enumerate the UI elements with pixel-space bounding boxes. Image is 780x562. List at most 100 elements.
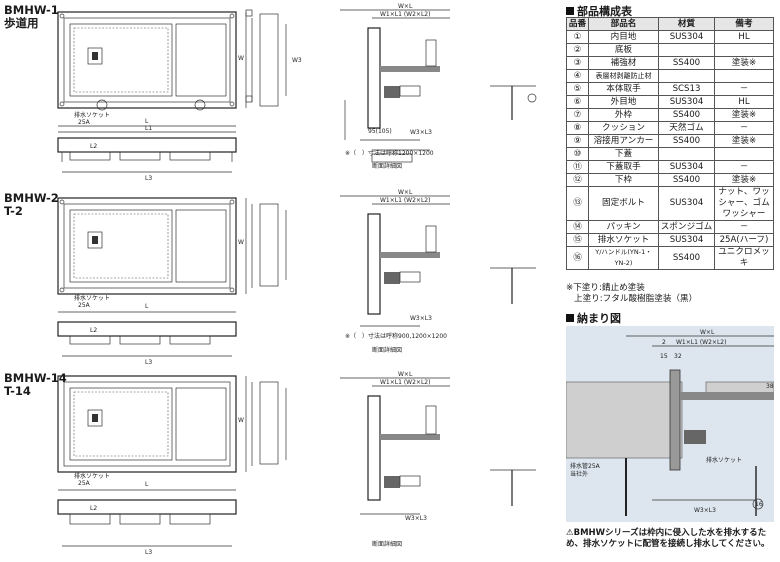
- plan-view-3: [57, 375, 287, 473]
- install-label-wxl: W×L: [700, 329, 715, 336]
- part-number: ⑮: [566, 233, 589, 247]
- part-material: SS400: [658, 246, 715, 270]
- part-remarks: 25A(ハーフ): [714, 233, 774, 247]
- section-3: [340, 377, 450, 515]
- part-number: ⑬: [566, 186, 589, 221]
- handle-1: [490, 85, 537, 120]
- parts-section-title: 部品構成表: [566, 3, 632, 19]
- install-label-w3xl3: W3×L3: [694, 507, 716, 514]
- elevation-2: [57, 311, 237, 357]
- dim-l-3: L: [145, 481, 149, 488]
- dim-w3-1: W3: [292, 57, 302, 64]
- part-name: 補強材: [588, 56, 659, 70]
- dim-l2-2: L2: [90, 327, 97, 334]
- dim-w1xl1-3: W1×L1 (W2×L2): [380, 379, 430, 386]
- warning-icon: ⚠: [566, 528, 574, 538]
- technical-drawings: 排水ソケット 25A L L1 L2 L3 W W3 W×L W1×L1 (W2…: [57, 3, 537, 556]
- part-name: クッション: [588, 121, 659, 135]
- section-1: [340, 9, 450, 163]
- part-name: 外目地: [588, 95, 659, 109]
- elevation-3: [57, 489, 237, 547]
- part-name: 外枠: [588, 108, 659, 122]
- socket-size-2: 25A: [78, 302, 91, 309]
- part-material: スポンジゴム: [658, 220, 715, 234]
- plan-view-2: [57, 197, 287, 295]
- part-number: ⑩: [566, 147, 589, 161]
- part-name: 固定ボルト: [588, 186, 659, 221]
- part-material: SUS304: [658, 160, 715, 174]
- part-material: [658, 147, 715, 161]
- dim-w-2: W: [238, 239, 244, 246]
- warning-note: ⚠BMHWシリーズは枠内に侵入した水を排水するため、排水ソケットに配管を接続し排…: [566, 528, 770, 549]
- socket-label-3: 排水ソケット: [74, 472, 110, 480]
- part-material: SUS304: [658, 30, 715, 44]
- dim-w3xl3-2: W3×L3: [410, 315, 432, 322]
- part-remarks: －: [714, 82, 774, 96]
- dim-l-2: L: [145, 303, 149, 310]
- part-number: ⑪: [566, 160, 589, 174]
- part-remarks: HL: [714, 30, 774, 44]
- part-remarks: ナット、ワッシャー、ゴムワッシャー: [714, 186, 774, 221]
- dim-l3-2: L3: [145, 359, 152, 366]
- part-number: ⑫: [566, 173, 589, 187]
- dim-95-1: 95(105): [368, 128, 392, 135]
- part-number: ⑯: [566, 246, 589, 270]
- install-diagram: W×L 2 W1×L1 (W2×L2) 15 32 38 排水ソケット 排水管2…: [566, 326, 774, 522]
- part-number: ①: [566, 30, 589, 44]
- handle-3: [490, 469, 536, 506]
- part-material: SS400: [658, 134, 715, 148]
- dim-w1xl1-1: W1×L1 (W2×L2): [380, 11, 430, 18]
- dim-l-1: L: [145, 118, 149, 125]
- socket-label-1: 排水ソケット: [74, 111, 110, 119]
- install-label-38: 38: [766, 383, 774, 390]
- part-name: 本体取手: [588, 82, 659, 96]
- socket-size-1: 25A: [78, 119, 91, 126]
- dim-l2-3: L2: [90, 505, 97, 512]
- part-number: ⑦: [566, 108, 589, 122]
- install-label-socket: 排水ソケット: [706, 456, 742, 464]
- part-material: 天然ゴム: [658, 121, 715, 135]
- install-label-32: 32: [674, 353, 682, 360]
- install-label-15: 15: [660, 353, 668, 360]
- parts-notes: ※下塗り:錆止め塗装 上塗り:フタル酸樹脂塗装（黒）: [566, 283, 698, 304]
- part-name: 溶接用アンカー: [588, 134, 659, 148]
- part-name: 表層材剥離防止材: [588, 69, 659, 83]
- install-section-title: 納まり図: [566, 310, 621, 326]
- part-material: SS400: [658, 108, 715, 122]
- part-name: パッキン: [588, 220, 659, 234]
- part-number: ⑧: [566, 121, 589, 135]
- detail-label-2: 断面詳細図: [372, 346, 402, 354]
- part-remarks: HL: [714, 95, 774, 109]
- dim-wxl-2: W×L: [398, 189, 413, 196]
- part-material: SUS304: [658, 233, 715, 247]
- part-remarks: [714, 69, 774, 83]
- note-1: ※（ ）寸法は呼称1200×1200: [345, 149, 434, 157]
- part-material: SUS304: [658, 95, 715, 109]
- part-number: ⑤: [566, 82, 589, 96]
- part-remarks: －: [714, 160, 774, 174]
- part-name: Y/ハンドル(YN-1・YN-2): [588, 246, 659, 270]
- part-number: ④: [566, 69, 589, 83]
- part-remarks: [714, 147, 774, 161]
- elevation-1: [57, 125, 237, 173]
- install-label-outside: 当社外: [570, 470, 588, 478]
- part-name: 下蓋: [588, 147, 659, 161]
- handle-2: [490, 267, 536, 304]
- dim-w-1: W: [238, 55, 244, 62]
- part-material: [658, 69, 715, 83]
- part-remarks: 塗装※: [714, 108, 774, 122]
